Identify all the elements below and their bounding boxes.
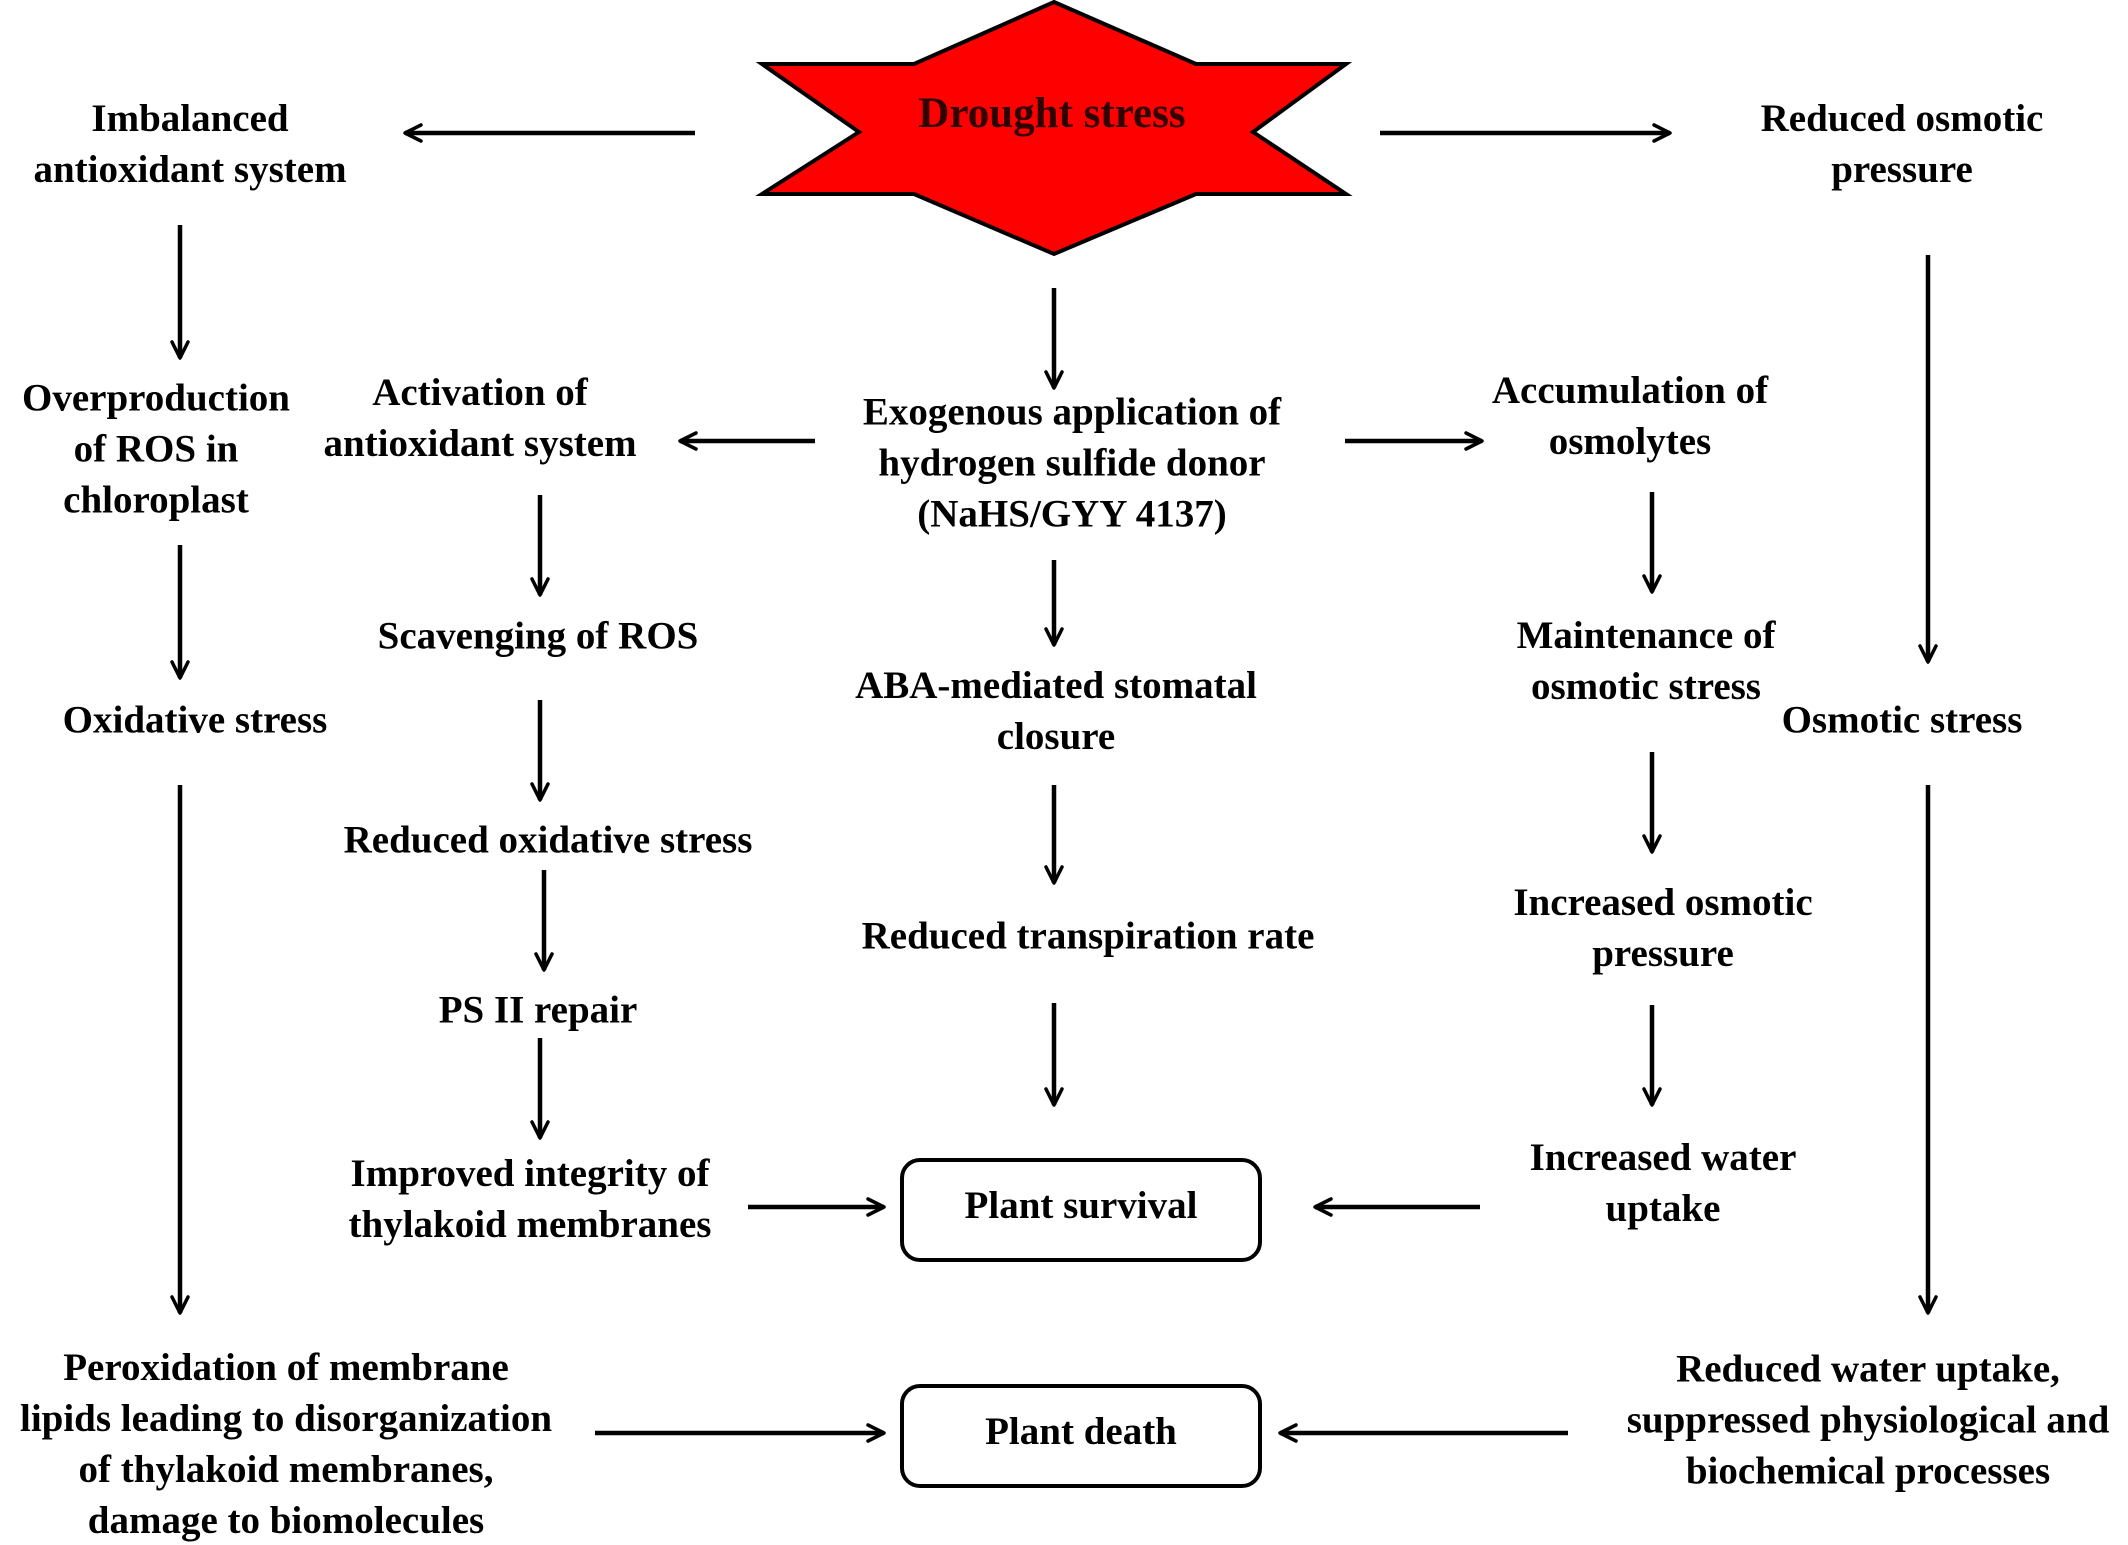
aba-mediated-stomatal-closure: ABA-mediated stomatal closure bbox=[855, 664, 1257, 758]
improved-integrity-of-thylakoid-membranes: Improved integrity of thylakoid membrane… bbox=[348, 1152, 712, 1246]
plant-death-box: Plant death bbox=[900, 1384, 1262, 1488]
oxidative-stress: Oxidative stress bbox=[62, 698, 328, 742]
ps-ii-repair: PS II repair bbox=[438, 988, 638, 1032]
arrow-layer bbox=[170, 123, 1938, 1443]
drought-stress-title: Drought stress bbox=[918, 90, 1186, 137]
accumulation-of-osmolytes: Accumulation of osmolytes bbox=[1491, 369, 1769, 463]
plant-death-label: Plant death bbox=[985, 1410, 1177, 1453]
plant-survival-label: Plant survival bbox=[964, 1184, 1198, 1227]
maintenance-of-osmotic-stress: Maintenance of osmotic stress bbox=[1516, 614, 1776, 708]
increased-water-uptake: Increased water uptake bbox=[1529, 1136, 1797, 1230]
reduced-oxidative-stress: Reduced oxidative stress bbox=[343, 818, 753, 862]
reduced-osmotic-pressure: Reduced osmotic pressure bbox=[1760, 97, 2044, 191]
reduced-transpiration-rate: Reduced transpiration rate bbox=[861, 914, 1315, 958]
plant-survival-box: Plant survival bbox=[900, 1158, 1262, 1262]
reduced-water-uptake: Reduced water uptake, suppressed physiol… bbox=[1626, 1347, 2110, 1493]
drought-stress-star-shape bbox=[755, 0, 1353, 257]
osmotic-stress: Osmotic stress bbox=[1781, 698, 2023, 742]
activation-of-antioxidant-system: Activation of antioxidant system bbox=[323, 371, 637, 465]
increased-osmotic-pressure: Increased osmotic pressure bbox=[1513, 881, 1813, 975]
peroxidation-of-membrane-lipids: Peroxidation of membrane lipids leading … bbox=[19, 1346, 553, 1542]
scavenging-of-ros: Scavenging of ROS bbox=[377, 614, 699, 658]
exogenous-hydrogen-sulfide-donor: Exogenous application of hydrogen sulfid… bbox=[862, 390, 1282, 536]
overproduction-of-ros: Overproduction of ROS in chloroplast bbox=[22, 376, 290, 522]
imbalanced-antioxidant-system: Imbalanced antioxidant system bbox=[33, 97, 347, 191]
